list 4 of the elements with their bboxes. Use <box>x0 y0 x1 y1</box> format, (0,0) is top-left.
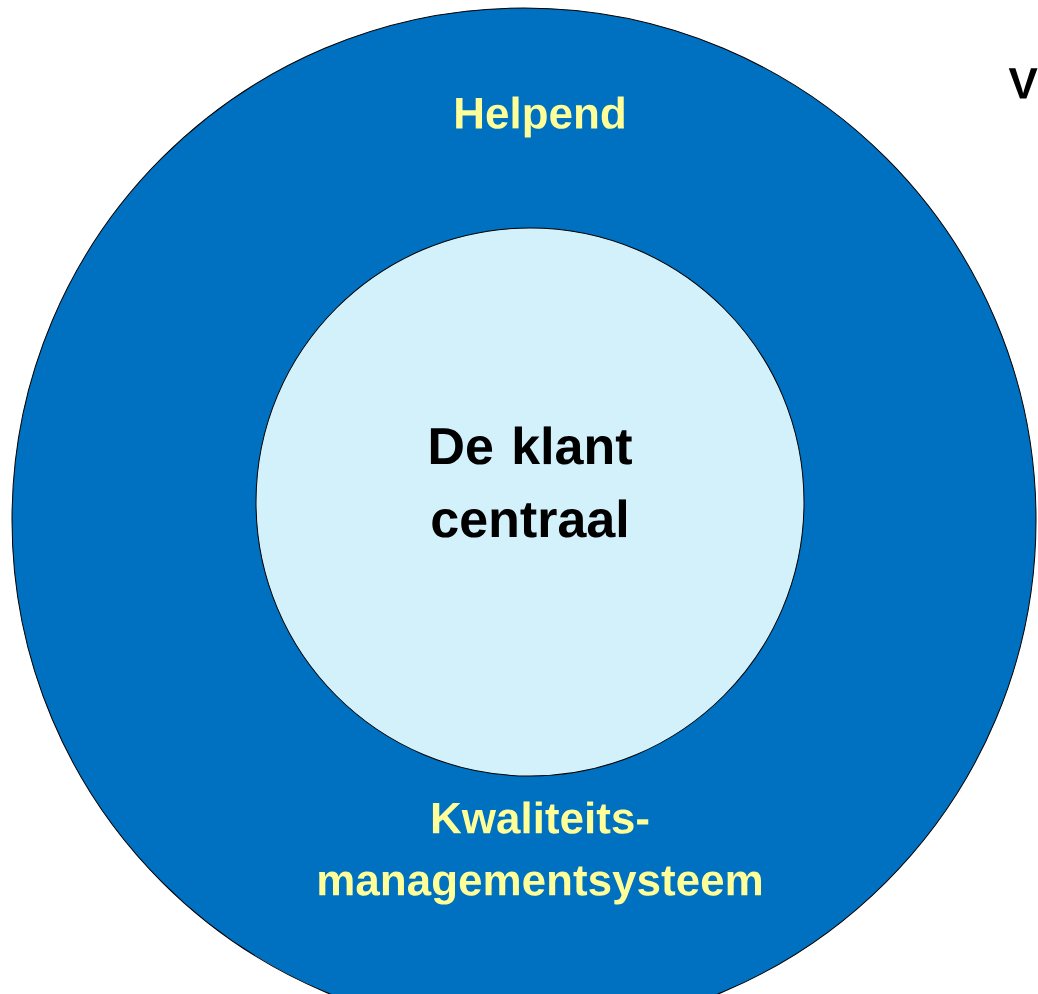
circle-label: Helpend <box>456 96 624 138</box>
label: V <box>1008 68 1038 99</box>
circle-label: De klant centraal <box>430 426 632 538</box>
circle-label: Kwaliteits-managementsysteem <box>319 801 761 905</box>
